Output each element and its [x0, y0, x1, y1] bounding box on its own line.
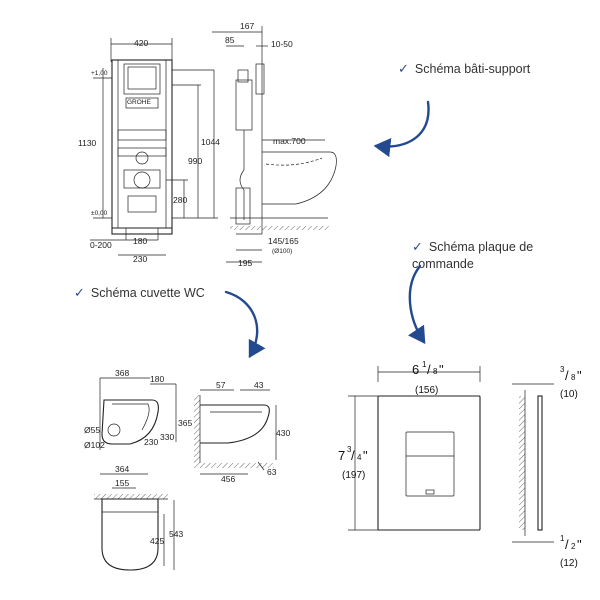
- dim-85: 85: [225, 35, 235, 45]
- plate-depth-bot-num: 1: [560, 534, 565, 543]
- dim-57: 57: [216, 380, 226, 390]
- dim-230: 230: [133, 254, 147, 264]
- dim-145-165: 145/165: [268, 236, 299, 246]
- plate-depth-bot-den: 2: [571, 542, 576, 551]
- plate-width-num: 1: [422, 360, 427, 369]
- plate-height-num: 3: [347, 445, 352, 454]
- dim-155: 155: [115, 478, 129, 488]
- arrow-plate: [408, 264, 426, 344]
- bowl-top-view: 364 155 425 543: [94, 464, 183, 571]
- dim-364: 364: [115, 464, 129, 474]
- dim-365: 365: [178, 418, 192, 428]
- plate-depth-bot-mm: (12): [560, 558, 578, 569]
- dim-195: 195: [238, 258, 252, 268]
- dim-0-200: 0-200: [90, 240, 112, 250]
- check-icon: ✓: [412, 239, 423, 254]
- dim-43: 43: [254, 380, 264, 390]
- flush-plate-front: 6 1 / 8 " (156) 7 3 / 4 " (197): [338, 360, 481, 531]
- bowl-front-view: 368 180 Ø55 Ø102 230 330 365: [84, 368, 192, 450]
- plate-width-inch: ": [439, 362, 444, 377]
- dim-max700: max.700: [273, 136, 306, 146]
- dim-frame-height: 1130: [78, 138, 97, 148]
- callout-plate: ✓Schéma plaque de commande: [412, 238, 562, 273]
- plate-depth-top-mm: (10): [560, 389, 578, 400]
- plate-height-whole: 7: [338, 448, 345, 463]
- check-icon: ✓: [74, 285, 85, 300]
- dim-10-50: 10-50: [271, 39, 293, 49]
- dim-425: 425: [150, 536, 164, 546]
- callout-bowl: ✓ Schéma cuvette WC: [74, 284, 205, 302]
- callout-plate-text: Schéma plaque de commande: [412, 240, 534, 271]
- arrow-bowl: [224, 290, 266, 359]
- plate-depth-top-num: 3: [560, 365, 565, 374]
- dim-230b: 230: [144, 437, 158, 447]
- svg-text:/: /: [427, 362, 431, 377]
- callout-frame-text: Schéma bâti-support: [414, 62, 531, 76]
- dim-1044: 1044: [201, 137, 220, 147]
- dim-368: 368: [115, 368, 129, 378]
- dim-456: 456: [221, 474, 235, 484]
- dim-543: 543: [169, 529, 183, 539]
- dim-dn100: (Ø100): [272, 248, 292, 255]
- frame-side-view: 167 85 10-50 max.700 145/165 (Ø100) 195: [212, 21, 337, 268]
- arrow-frame: [373, 100, 430, 158]
- plate-depth-bot-inch: ": [577, 537, 582, 552]
- dim-63: 63: [267, 467, 277, 477]
- plate-width-den: 8: [433, 367, 438, 376]
- svg-text:/: /: [565, 537, 569, 552]
- dim-990: 990: [188, 156, 202, 166]
- dim-330: 330: [160, 432, 174, 442]
- dim-bowl-180: 180: [150, 374, 164, 384]
- plate-width-whole: 6: [412, 362, 419, 377]
- dim-d102: Ø102: [84, 440, 105, 450]
- dim-167: 167: [240, 21, 254, 31]
- flush-plate-side: 3 / 8 " (10) 1 / 2 " (12): [512, 365, 582, 569]
- dim-plus1: +1,00: [91, 70, 108, 77]
- dim-280: 280: [173, 195, 187, 205]
- frame-front-view: 420 GROHE 1130 +1,00 ±0,00 0-200 180 230: [78, 38, 220, 264]
- plate-height-inch: ": [363, 448, 368, 463]
- dim-180: 180: [133, 236, 147, 246]
- dim-430: 430: [276, 428, 290, 438]
- svg-text:/: /: [351, 448, 355, 463]
- dim-d55: Ø55: [84, 425, 100, 435]
- callout-frame: ✓ Schéma bâti-support: [398, 60, 530, 78]
- callout-bowl-text: Schéma cuvette WC: [90, 286, 205, 300]
- plate-width-mm: (156): [415, 385, 438, 396]
- svg-text:/: /: [565, 368, 569, 383]
- grohe-logo: GROHE: [127, 99, 152, 106]
- dim-frame-width: 420: [134, 38, 148, 48]
- check-icon: ✓: [398, 61, 409, 76]
- plate-depth-top-den: 8: [571, 373, 576, 382]
- dim-zero: ±0,00: [91, 210, 108, 217]
- plate-height-den: 4: [357, 453, 362, 462]
- plate-height-mm: (197): [342, 470, 365, 481]
- plate-depth-top-inch: ": [577, 368, 582, 383]
- bowl-side-view: 57 43 430 456 63: [194, 380, 290, 484]
